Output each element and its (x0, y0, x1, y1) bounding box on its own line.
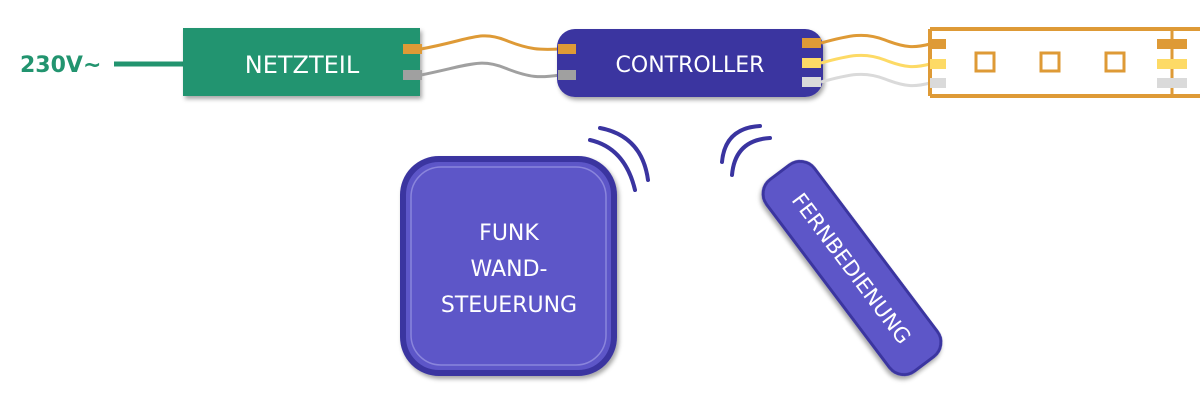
psu-terminal-negative (403, 70, 422, 80)
controller-box (557, 29, 823, 97)
strip-pad-warm-right (1157, 59, 1187, 69)
controller[interactable]: CONTROLLER (557, 29, 823, 97)
wire-positive-psu (420, 34, 561, 51)
controller-input-positive (558, 44, 576, 54)
psu-terminal-positive (403, 44, 422, 54)
controller-input-negative (558, 70, 576, 80)
power-supply-label: NETZTEIL (245, 51, 360, 79)
strip-pad-warm-left (930, 59, 946, 69)
wall-control-line-3: STEUERUNG (441, 293, 577, 318)
mains-label: 230V~ (20, 53, 101, 78)
strip-pad-cold-right (1157, 78, 1187, 88)
controller-output-positive (802, 38, 821, 48)
led-strip[interactable] (928, 27, 1200, 98)
controller-output-cold (802, 77, 821, 87)
strip-pad-cold-left (930, 78, 946, 88)
led-chip (1039, 51, 1061, 73)
wall-control-inner-bevel (410, 166, 607, 366)
strip-pad-positive-right (1157, 39, 1187, 49)
led-chip (1104, 51, 1126, 73)
strip-pad-positive-left (930, 39, 946, 49)
wall-control-signal-wave-inner (588, 138, 637, 192)
controller-label: CONTROLLER (616, 53, 765, 78)
power-supply[interactable]: NETZTEIL (183, 28, 422, 96)
led-chip (974, 51, 996, 73)
controller-output-warm (802, 58, 821, 68)
wire-warm-white (820, 53, 931, 69)
remote-signal-wave-inner (720, 124, 762, 164)
led-chips (974, 51, 1126, 73)
remote-label: FERNBEDIENUNG (787, 189, 916, 349)
wall-control-line-2: WAND- (471, 257, 548, 282)
wire-positive-strip (820, 33, 931, 49)
remote-body (761, 159, 943, 377)
power-supply-box (183, 28, 420, 96)
wall-control-line-1: FUNK (479, 221, 539, 246)
wall-control[interactable]: FUNK WAND- STEUERUNG (400, 126, 650, 376)
remote-control[interactable]: FERNBEDIENUNG (720, 124, 948, 382)
wall-control-signal-wave-outer (598, 126, 650, 182)
wire-negative-psu (420, 61, 561, 79)
wall-control-box (400, 156, 617, 376)
wire-cold-white (820, 72, 931, 88)
remote-signal-wave-outer (730, 136, 772, 177)
